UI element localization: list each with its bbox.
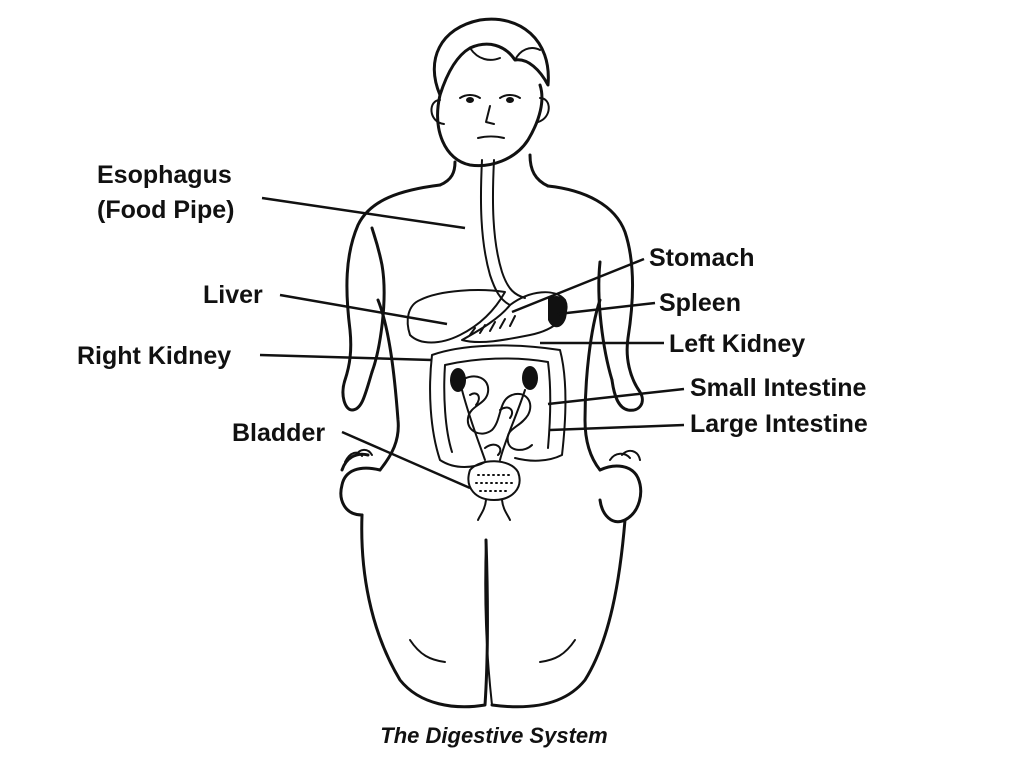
liver-shape	[406, 289, 506, 344]
leader-right-kidney	[259, 353, 433, 362]
neck-left	[438, 160, 457, 187]
right-eye	[499, 94, 521, 99]
right-kidney-shape	[450, 368, 466, 392]
esophagus-tube-wall	[491, 159, 526, 299]
label-left-kidney: Left Kidney	[669, 330, 805, 358]
spleen-shape	[548, 296, 568, 328]
large-intestine-inner	[443, 357, 552, 453]
label-spleen: Spleen	[659, 289, 741, 317]
nose	[485, 105, 495, 125]
hair	[432, 17, 550, 97]
leader-spleen	[557, 301, 656, 316]
leader-esophagus	[261, 196, 466, 230]
leader-small-intestine	[547, 387, 685, 406]
knee-left	[409, 639, 446, 663]
hair-strand	[469, 47, 501, 61]
leader-stomach	[511, 257, 645, 314]
label-food-pipe: (Food Pipe)	[97, 196, 234, 224]
left-ear	[430, 99, 445, 125]
right-foot	[598, 464, 643, 524]
left-pupil	[466, 97, 474, 103]
left-toes	[344, 448, 373, 463]
leg-divide	[484, 539, 493, 706]
label-large-intestine: Large Intestine	[690, 410, 868, 438]
left-kidney-shape	[522, 366, 538, 390]
labels: Esophagus (Food Pipe) Liver Right Kidney…	[77, 161, 868, 447]
head-outline	[436, 83, 544, 168]
human-figure	[339, 17, 644, 709]
ureter-left	[461, 389, 486, 461]
label-esophagus: Esophagus	[97, 161, 232, 189]
right-toes	[609, 449, 641, 461]
leader-liver	[279, 293, 448, 326]
caption: The Digestive System	[380, 723, 607, 748]
torso-left-side	[370, 226, 386, 374]
label-bladder: Bladder	[232, 419, 325, 447]
left-eye	[459, 94, 481, 99]
organs	[406, 159, 568, 521]
bladder-shape	[467, 460, 521, 501]
left-leg	[360, 513, 489, 709]
urethra	[477, 499, 511, 521]
ureter-right	[499, 389, 526, 461]
mouth	[477, 135, 505, 139]
torso-right-lower	[583, 298, 602, 472]
stomach-folds	[469, 315, 516, 336]
right-ear	[537, 97, 550, 123]
label-small-intestine: Small Intestine	[690, 374, 867, 402]
small-intestine-coils-2	[469, 392, 514, 456]
torso-right-side	[597, 260, 614, 382]
knee-right	[539, 639, 576, 663]
leader-lines	[259, 196, 685, 490]
leader-large-intestine	[549, 423, 685, 432]
bladder-texture	[475, 474, 513, 492]
neck-right	[528, 153, 550, 188]
stomach-shape	[461, 291, 568, 344]
leader-bladder	[341, 430, 471, 490]
left-foot	[339, 452, 382, 517]
label-liver: Liver	[203, 281, 263, 309]
large-intestine-shape	[429, 344, 567, 468]
right-leg	[490, 518, 627, 709]
label-stomach: Stomach	[649, 244, 755, 272]
label-right-kidney: Right Kidney	[77, 342, 231, 370]
right-shoulder-arm	[546, 184, 644, 412]
small-intestine-coils	[461, 375, 533, 451]
hair-strand-2	[514, 47, 541, 61]
right-pupil	[506, 97, 514, 103]
